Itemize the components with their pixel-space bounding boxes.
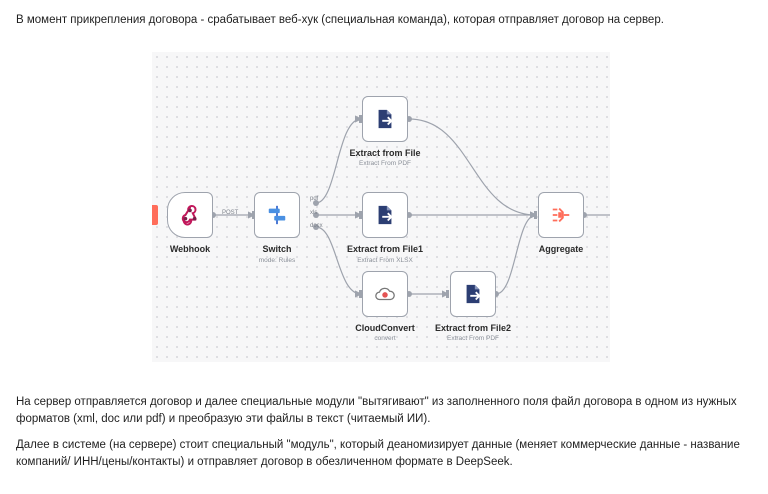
file-export-icon: [466, 284, 481, 304]
switch-title: Switch: [262, 244, 292, 254]
cloudconvert-title: CloudConvert: [355, 323, 415, 333]
label-docx: docx: [310, 223, 323, 229]
switch-subtitle: mode: Rules: [258, 257, 296, 264]
label-pdf: pdf: [310, 196, 319, 202]
webhook-title: Webhook: [169, 244, 211, 254]
aggregate-title: Aggregate: [538, 244, 584, 254]
aggregate-node[interactable]: [538, 192, 584, 238]
cloudconvert-node[interactable]: [362, 271, 408, 317]
modules-paragraph: На сервер отправляется договор и далее с…: [16, 396, 737, 425]
wire-switch-extract: [315, 115, 363, 204]
label-post: POST: [222, 210, 239, 216]
switch-node[interactable]: [254, 192, 300, 238]
cloud-icon: [375, 287, 395, 301]
aggregate-icon: [552, 207, 570, 223]
extract-from-file1-subtitle: Extract From XLSX: [357, 257, 413, 264]
wire-extract-aggregate: [408, 118, 538, 219]
extract-from-file2-title: Extract from File2: [434, 323, 512, 333]
file-export-icon: [378, 109, 393, 129]
intro-paragraph: В момент прикрепления договора - срабаты…: [16, 14, 664, 26]
extract-from-file2-node[interactable]: [450, 271, 496, 317]
extract-from-file1-title: Extract from File1: [346, 244, 424, 254]
webhook-icon: [181, 204, 197, 226]
extract-from-file-node[interactable]: [362, 96, 408, 142]
extract-from-file1-node[interactable]: [362, 192, 408, 238]
label-xls: xls: [310, 210, 318, 216]
extract-from-file-subtitle: Extract From PDF: [358, 160, 411, 167]
webhook-node[interactable]: [167, 192, 213, 238]
extract-from-file-title: Extract from File: [349, 148, 421, 158]
file-export-icon: [378, 205, 393, 225]
cloudconvert-subtitle: convert: [374, 335, 396, 342]
trigger-marker: [152, 205, 158, 225]
anonymize-paragraph: Далее в системе (на сервере) стоит специ…: [16, 439, 740, 468]
wire-switch-cloud: [315, 226, 363, 298]
extract-from-file2-subtitle: Extract From PDF: [446, 335, 499, 342]
switch-icon: [268, 205, 286, 225]
wire-extract2-aggregate: [495, 211, 538, 295]
workflow-canvas[interactable]: Webhook Switch mode: Rules Extract from …: [152, 52, 610, 362]
